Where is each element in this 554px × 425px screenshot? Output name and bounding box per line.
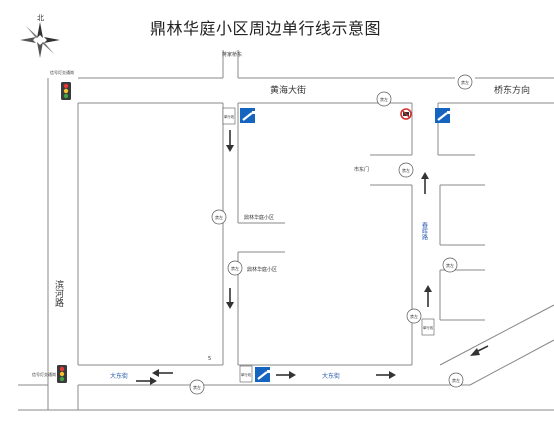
road-label-jiangjiadong: 蒋家桥东 <box>222 51 242 58</box>
road-label-huanghai: 黄海大街 <box>270 84 306 96</box>
road-lines <box>18 50 554 411</box>
camera-sign-icon <box>240 108 255 123</box>
arrow-up-icon <box>424 285 432 307</box>
svg-text:单行线: 单行线 <box>241 372 252 377</box>
arrow-right-icon <box>276 371 296 379</box>
oneway-box-b: 单行线 <box>239 365 253 383</box>
no-left-turn-sign-icon: 禁左 <box>189 379 205 395</box>
camera-sign-icon <box>255 367 270 382</box>
place-label-dinglin-1: 鼎林华庭小区 <box>244 214 274 221</box>
arrow-up-icon <box>421 172 429 194</box>
no-left-turn-sign-icon: 禁左 <box>376 91 392 107</box>
signal-bottom-label: 信号灯交通岗 <box>32 371 56 377</box>
arrow-right-icon <box>136 377 157 385</box>
no-left-turn-sign-icon: 禁左 <box>442 257 458 273</box>
direction-arrows <box>136 130 489 385</box>
small-mark: 5 <box>208 356 211 362</box>
svg-text:禁左: 禁左 <box>461 79 469 85</box>
svg-text:禁左: 禁左 <box>193 384 201 390</box>
place-label-shiyi: 市东门 <box>354 166 369 173</box>
svg-text:禁左: 禁左 <box>215 214 223 220</box>
map-title: 鼎林华庭小区周边单行线示意图 <box>150 19 382 38</box>
oneway-box-a: 单行线 <box>222 107 236 125</box>
no-left-turn-sign-icon: 禁左 <box>398 162 414 178</box>
road-label-dadong: 大东街 <box>110 372 128 380</box>
no-left-turn-sign-icon: 禁左 <box>227 260 243 276</box>
road-label-qiaodong: 桥东方向 <box>494 84 530 96</box>
svg-text:禁左: 禁左 <box>446 262 454 268</box>
svg-text:禁左: 禁左 <box>231 265 239 271</box>
arrow-down-icon <box>226 130 234 152</box>
svg-text:单行线: 单行线 <box>423 325 434 330</box>
compass-icon <box>20 22 60 58</box>
svg-text:禁左: 禁左 <box>402 167 410 173</box>
road-label-chunhui: 春晖路 <box>421 221 428 241</box>
no-parking-sign-icon <box>400 108 412 120</box>
compass-north-label: 北 <box>37 14 44 22</box>
place-label-dinglin-2: 鼎林华庭小区 <box>247 266 277 273</box>
arrow-right-icon <box>376 371 396 379</box>
arrow-diagonal-icon <box>470 345 489 356</box>
road-label-binhe: 滨河路 <box>53 279 64 308</box>
svg-text:禁左: 禁左 <box>380 96 388 102</box>
signal-top-label: 信号灯交通岗 <box>50 69 74 75</box>
no-left-turn-sign-icon: 禁左 <box>448 372 464 388</box>
no-left-turn-sign-icon: 禁左 <box>457 74 473 90</box>
svg-text:禁左: 禁左 <box>410 313 418 319</box>
no-left-turn-sign-icon: 禁左 <box>406 308 422 324</box>
svg-text:单行线: 单行线 <box>224 114 235 119</box>
arrow-left-icon <box>152 369 173 377</box>
no-left-turn-sign-icon: 禁左 <box>211 209 227 225</box>
road-label-dadong-right: 大东街 <box>322 372 340 380</box>
svg-text:禁左: 禁左 <box>452 377 460 383</box>
traffic-light-bottom-icon <box>57 365 67 383</box>
traffic-light-top-icon <box>61 82 71 100</box>
arrow-down-icon <box>226 288 234 309</box>
oneway-box-c: 单行线 <box>421 318 435 336</box>
camera-sign-icon <box>435 108 450 123</box>
